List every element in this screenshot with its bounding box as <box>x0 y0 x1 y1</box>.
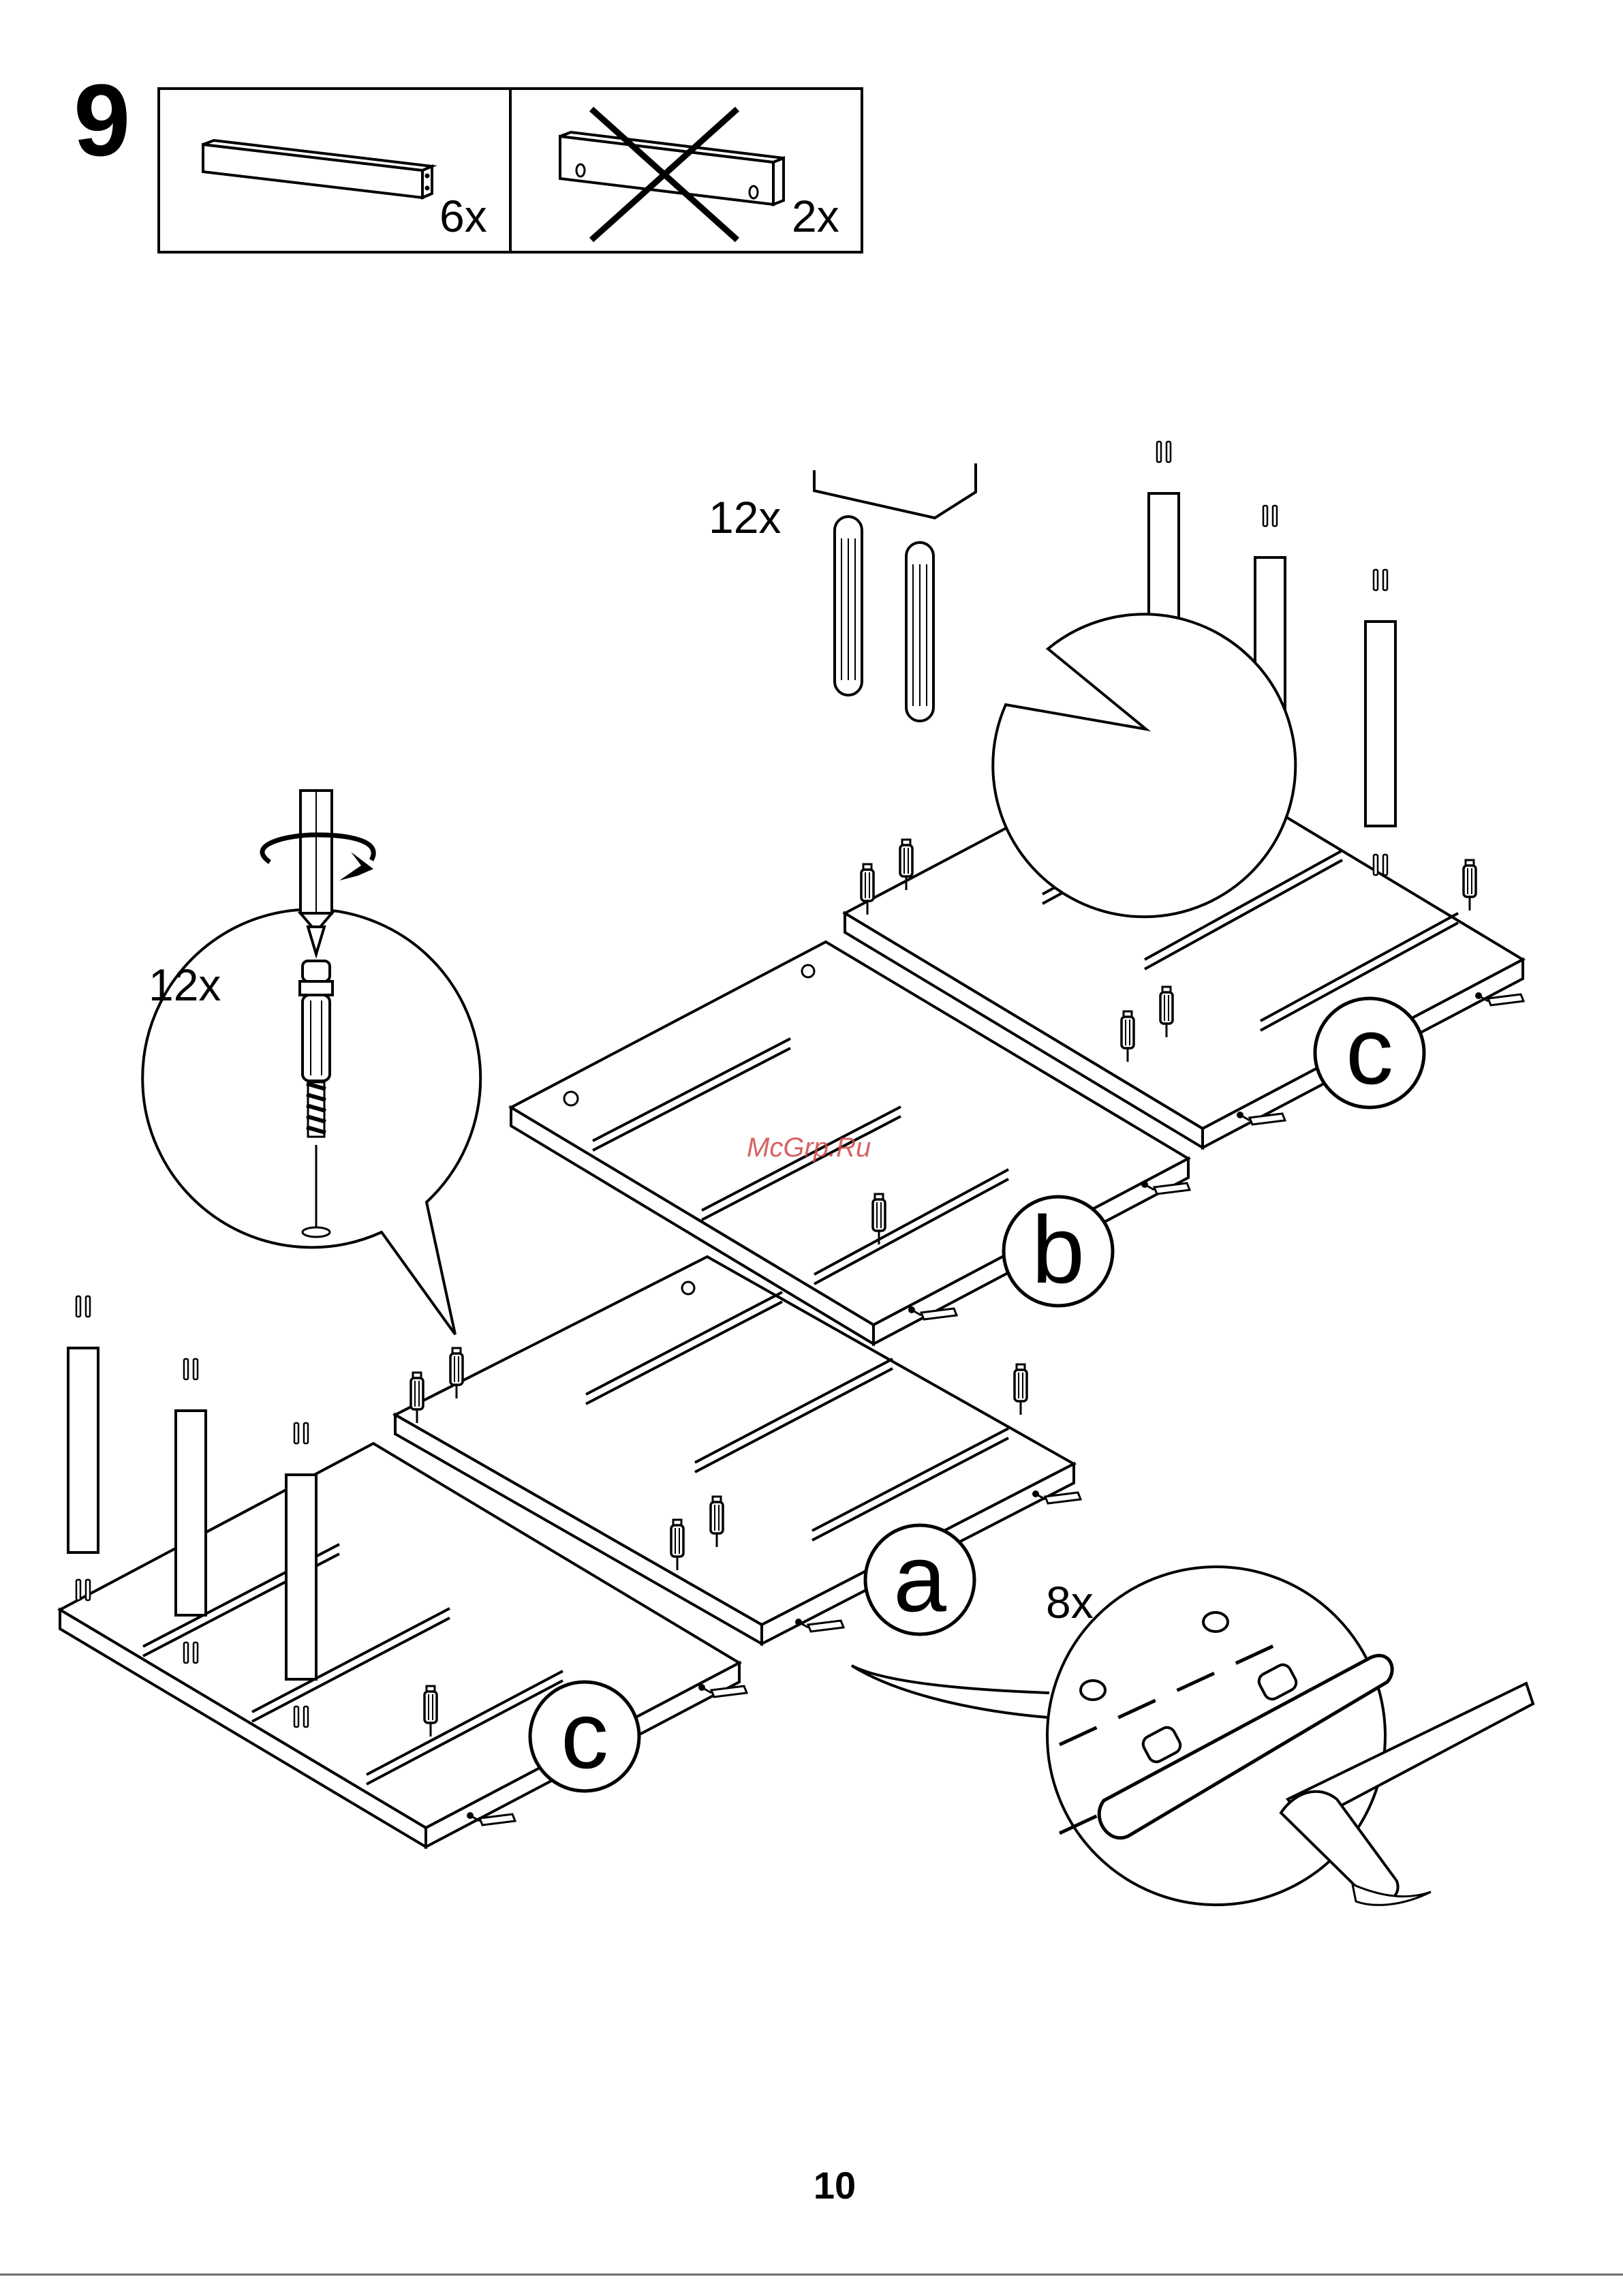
label-b: b <box>1004 1196 1113 1306</box>
cam-bolt-detail-callout: 12x <box>142 791 480 1334</box>
cam-bolt-quantity: 12x <box>149 960 221 1010</box>
step-number: 9 <box>74 63 130 177</box>
svg-text:c: c <box>1346 997 1393 1104</box>
svg-text:b: b <box>1032 1196 1085 1303</box>
label-c-top: c <box>1315 997 1424 1107</box>
label-a: a <box>865 1525 974 1634</box>
dowel-quantity: 12x <box>709 492 781 542</box>
parts-box: 6x 2x <box>159 89 862 252</box>
bottom-rule <box>0 2274 1623 2276</box>
part-2-quantity: 2x <box>792 191 839 241</box>
svg-text:a: a <box>893 1525 946 1632</box>
part-1-quantity: 6x <box>439 191 487 241</box>
foot-quantity: 8x <box>1046 1577 1094 1627</box>
svg-text:c: c <box>561 1681 608 1788</box>
label-c-bottom: c <box>530 1681 639 1791</box>
watermark-text: McGrp.Ru <box>747 1133 871 1163</box>
page-number: 10 <box>814 2164 856 2207</box>
